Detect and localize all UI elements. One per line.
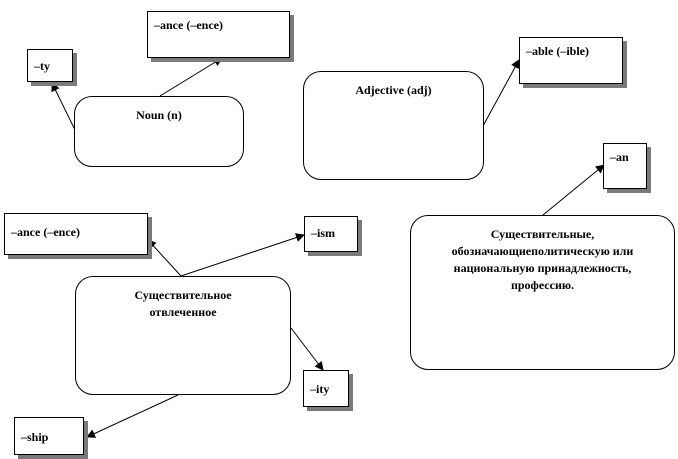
arrow-abstract-to-ism [180, 233, 305, 277]
adjective-node: Adjective (adj) [303, 71, 484, 180]
abstract-noun-label: Существительное отвлеченное [134, 288, 232, 319]
suffix-ism: –ism [304, 216, 358, 252]
noun-node: Noun (n) [74, 96, 244, 167]
arrow-abstract-to-ity [290, 327, 324, 371]
arrow-abstract-to-ance [147, 239, 182, 277]
suffix-ance-top-label: –ance (–ence) [154, 18, 223, 32]
abstract-noun-node: Существительное отвлеченное [75, 276, 291, 395]
suffix-ity-label: –ity [310, 382, 330, 396]
suffix-ty-label: –ty [34, 59, 50, 73]
suffix-ance-left: –ance (–ence) [4, 213, 148, 255]
suffix-ity: –ity [303, 370, 349, 407]
affiliation-noun-label: Существительные, обозначающиеполитическу… [451, 227, 634, 292]
arrow-noun-to-ance [159, 57, 223, 97]
suffix-ance-top: –ance (–ence) [147, 11, 290, 58]
suffix-ship-label: –ship [21, 430, 49, 444]
suffix-an-label: –an [610, 150, 629, 164]
suffix-an: –an [603, 143, 647, 189]
suffix-ty: –ty [27, 49, 73, 82]
suffix-ance-left-label: –ance (–ence) [11, 225, 80, 239]
arrow-noun-to-ty [51, 82, 77, 133]
suffix-able-label: –able (–ible) [526, 44, 589, 58]
suffix-ism-label: –ism [311, 226, 335, 240]
affiliation-noun-node: Существительные, обозначающиеполитическу… [410, 215, 675, 370]
noun-label: Noun (n) [136, 108, 182, 122]
arrow-affiliation-to-an [542, 164, 605, 216]
suffix-able: –able (–ible) [519, 37, 623, 84]
arrow-adjective-to-able [482, 59, 520, 127]
adjective-label: Adjective (adj) [355, 83, 432, 97]
suffix-ship: –ship [14, 417, 84, 455]
arrow-abstract-to-ship [86, 394, 179, 438]
